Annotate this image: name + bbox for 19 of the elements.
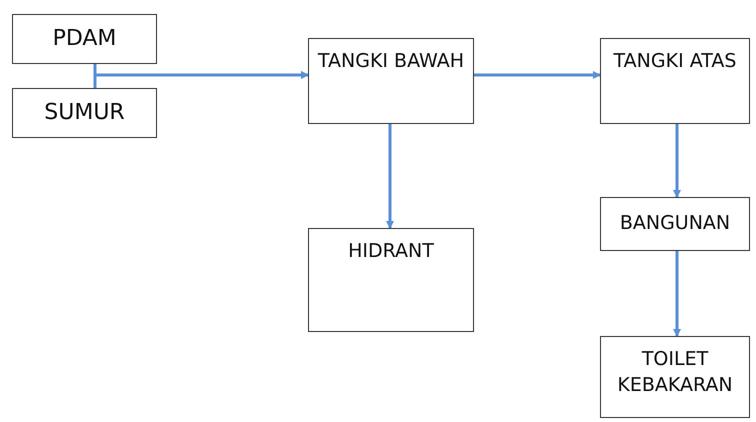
process-box xyxy=(308,228,474,332)
arrow xyxy=(673,124,681,198)
box-label: TANGKI BAWAH xyxy=(318,49,464,74)
arrow xyxy=(474,71,601,79)
box-label: TOILET KEBAKARAN xyxy=(616,347,734,398)
process-box xyxy=(600,38,750,124)
arrow xyxy=(386,124,394,229)
process-box xyxy=(600,336,750,418)
box-label: HIDRANT xyxy=(348,239,434,264)
arrow xyxy=(94,71,309,88)
box-label: PDAM xyxy=(52,25,116,54)
process-box xyxy=(12,14,157,64)
process-box xyxy=(12,88,157,138)
box-label: SUMUR xyxy=(44,99,125,128)
process-box xyxy=(308,38,474,124)
box-label: BANGUNAN xyxy=(620,211,730,236)
box-label: TANGKI ATAS xyxy=(614,49,736,74)
arrow xyxy=(673,251,681,337)
process-box xyxy=(600,197,750,251)
